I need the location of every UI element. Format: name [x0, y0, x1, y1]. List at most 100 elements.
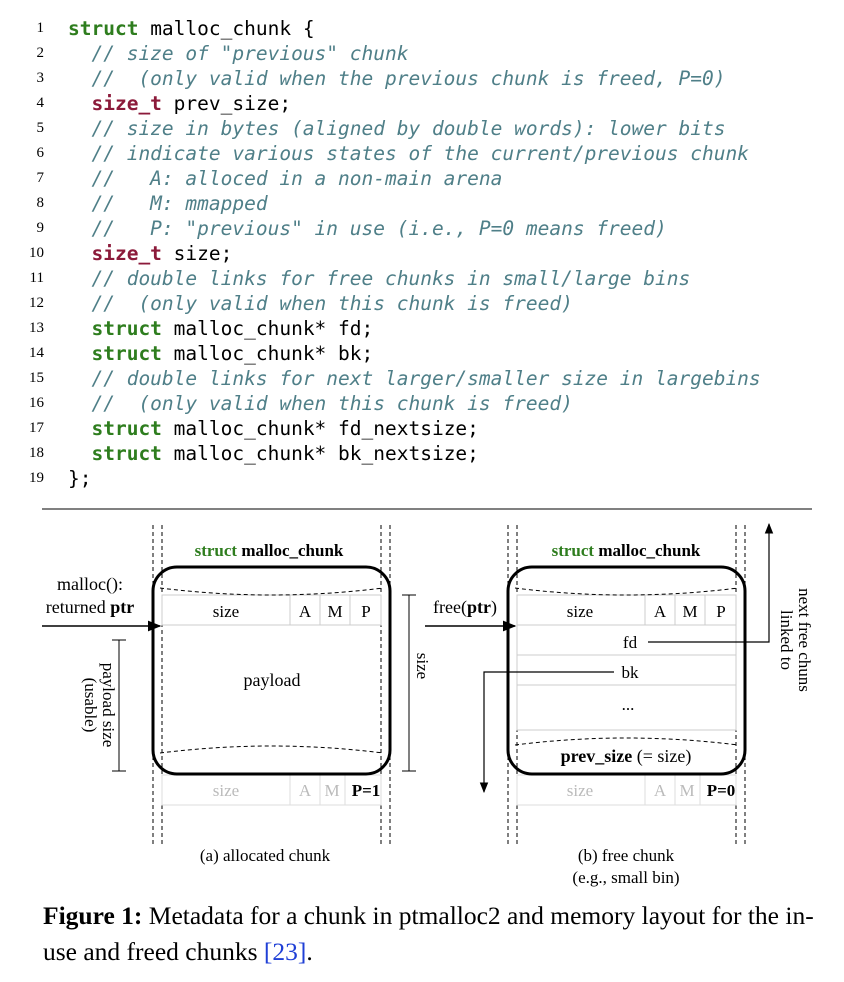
- prev-size-label: prev_size (= size): [561, 746, 692, 767]
- code-token: [68, 142, 91, 165]
- next-flag-p1: P=1: [352, 781, 381, 800]
- code-token: struct: [91, 442, 162, 465]
- line-number: 3: [36, 70, 45, 86]
- code-text: // (only valid when this chunk is freed): [68, 291, 573, 316]
- line-number: 19: [29, 470, 44, 486]
- line-number: 12: [29, 295, 44, 311]
- code-token: [68, 167, 91, 190]
- code-token: struct: [91, 342, 162, 365]
- free-ptr-label: free(ptr): [433, 597, 497, 618]
- chunk-boundary-left: [151, 565, 392, 776]
- line-number: 9: [36, 220, 45, 236]
- code-text: // (only valid when the previous chunk i…: [68, 66, 725, 91]
- code-token: // M: mmapped: [91, 192, 268, 215]
- code-token: [68, 42, 91, 65]
- chunk-boundary-right: [506, 565, 747, 776]
- code-text: // size in bytes (aligned by double word…: [68, 116, 725, 141]
- code-token: malloc_chunk* bk_nextsize;: [161, 442, 479, 465]
- fd-label: fd: [623, 633, 638, 652]
- next-chunk-row-right: [516, 774, 737, 806]
- code-token: malloc_chunk* fd_nextsize;: [161, 417, 479, 440]
- returned-ptr-label: returned ptr: [46, 597, 134, 617]
- code-token: [68, 217, 91, 240]
- caption-text: Metadata for a chunk in ptmalloc2 and me…: [43, 901, 814, 966]
- code-text: struct malloc_chunk* bk_nextsize;: [68, 441, 479, 466]
- code-token: [68, 292, 91, 315]
- code-text: // (only valid when this chunk is freed): [68, 391, 573, 416]
- next-flag-m: M: [679, 781, 694, 800]
- bk-label: bk: [622, 663, 640, 682]
- code-token: // A: alloced in a non-main arena: [91, 167, 503, 190]
- next-chunk-row-left: [161, 774, 382, 806]
- subcaption-b-line1: (b) free chunk: [578, 846, 675, 865]
- malloc-label: malloc():: [57, 574, 123, 595]
- code-token: // (only valid when the previous chunk i…: [91, 67, 726, 90]
- size-bracket-label: size: [413, 653, 432, 679]
- code-token: };: [68, 467, 92, 490]
- code-token: // (only valid when this chunk is freed): [91, 392, 573, 415]
- code-text: // P: "previous" in use (i.e., P=0 means…: [68, 216, 667, 241]
- code-text: size_t size;: [68, 241, 232, 266]
- code-text: struct malloc_chunk* fd_nextsize;: [68, 416, 479, 441]
- flag-p: P: [716, 602, 725, 621]
- code-token: [68, 442, 91, 465]
- next-flag-a: A: [654, 781, 667, 800]
- code-token: [68, 267, 91, 290]
- line-number: 15: [29, 370, 44, 386]
- next-size-label: size: [567, 781, 593, 800]
- line-number: 1: [36, 20, 45, 36]
- code-token: // size in bytes (aligned by double word…: [91, 117, 726, 140]
- code-token: size;: [161, 242, 233, 265]
- line-number: 8: [36, 195, 45, 211]
- line-number: 18: [29, 445, 44, 461]
- line-number: 2: [36, 45, 45, 61]
- citation-link[interactable]: [23]: [263, 937, 307, 966]
- line-number: 6: [36, 145, 45, 161]
- flag-m: M: [327, 602, 342, 621]
- code-token: size_t: [91, 92, 162, 115]
- linked-to-label-1: linked to: [777, 610, 796, 670]
- size-row-right: [516, 594, 737, 626]
- allocated-chunk-diagram: struct malloc_chunk size A M P payload s…: [42, 525, 432, 865]
- fd-link-arrow: [648, 522, 774, 643]
- code-token: [68, 67, 91, 90]
- next-size-label: size: [213, 781, 239, 800]
- code-token: malloc_chunk* fd;: [161, 317, 374, 340]
- struct-title-right: struct malloc_chunk: [552, 541, 701, 560]
- code-token: [68, 342, 91, 365]
- code-token: // size of "previous" chunk: [91, 42, 409, 65]
- line-number: 16: [29, 395, 44, 411]
- code-text: size_t prev_size;: [68, 91, 291, 116]
- code-text: struct malloc_chunk {: [68, 16, 315, 41]
- code-text: struct malloc_chunk* fd;: [68, 316, 373, 341]
- code-token: // (only valid when this chunk is freed): [91, 292, 573, 315]
- code-text: struct malloc_chunk* bk;: [68, 341, 373, 366]
- payload-size-label: payload size: [99, 663, 118, 748]
- size-field-label: size: [567, 602, 593, 621]
- ellipsis-label: ...: [622, 695, 635, 714]
- code-token: [68, 392, 91, 415]
- code-token: [68, 242, 91, 265]
- code-text: // size of "previous" chunk: [68, 41, 408, 66]
- line-number: 11: [29, 270, 44, 286]
- code-token: [68, 192, 91, 215]
- line-number: 7: [36, 170, 45, 186]
- code-token: struct: [68, 17, 139, 40]
- flag-a: A: [299, 602, 312, 621]
- line-number: 13: [29, 320, 44, 336]
- code-token: // double links for free chunks in small…: [91, 267, 691, 290]
- linked-to-label-2: next free chuns: [795, 588, 814, 692]
- size-row-left: [161, 594, 382, 626]
- line-number: 17: [29, 420, 44, 436]
- line-number: 5: [36, 120, 45, 136]
- figure-label: Figure 1:: [43, 901, 143, 930]
- code-text: // M: mmapped: [68, 191, 268, 216]
- line-number: 14: [29, 345, 44, 361]
- code-token: // double links for next larger/smaller …: [91, 367, 761, 390]
- figure-caption: Figure 1: Metadata for a chunk in ptmall…: [43, 901, 814, 966]
- code-token: prev_size;: [161, 92, 292, 115]
- code-token: // P: "previous" in use (i.e., P=0 means…: [91, 217, 667, 240]
- flag-m: M: [682, 602, 697, 621]
- fd-row: [516, 624, 737, 656]
- code-token: [68, 117, 91, 140]
